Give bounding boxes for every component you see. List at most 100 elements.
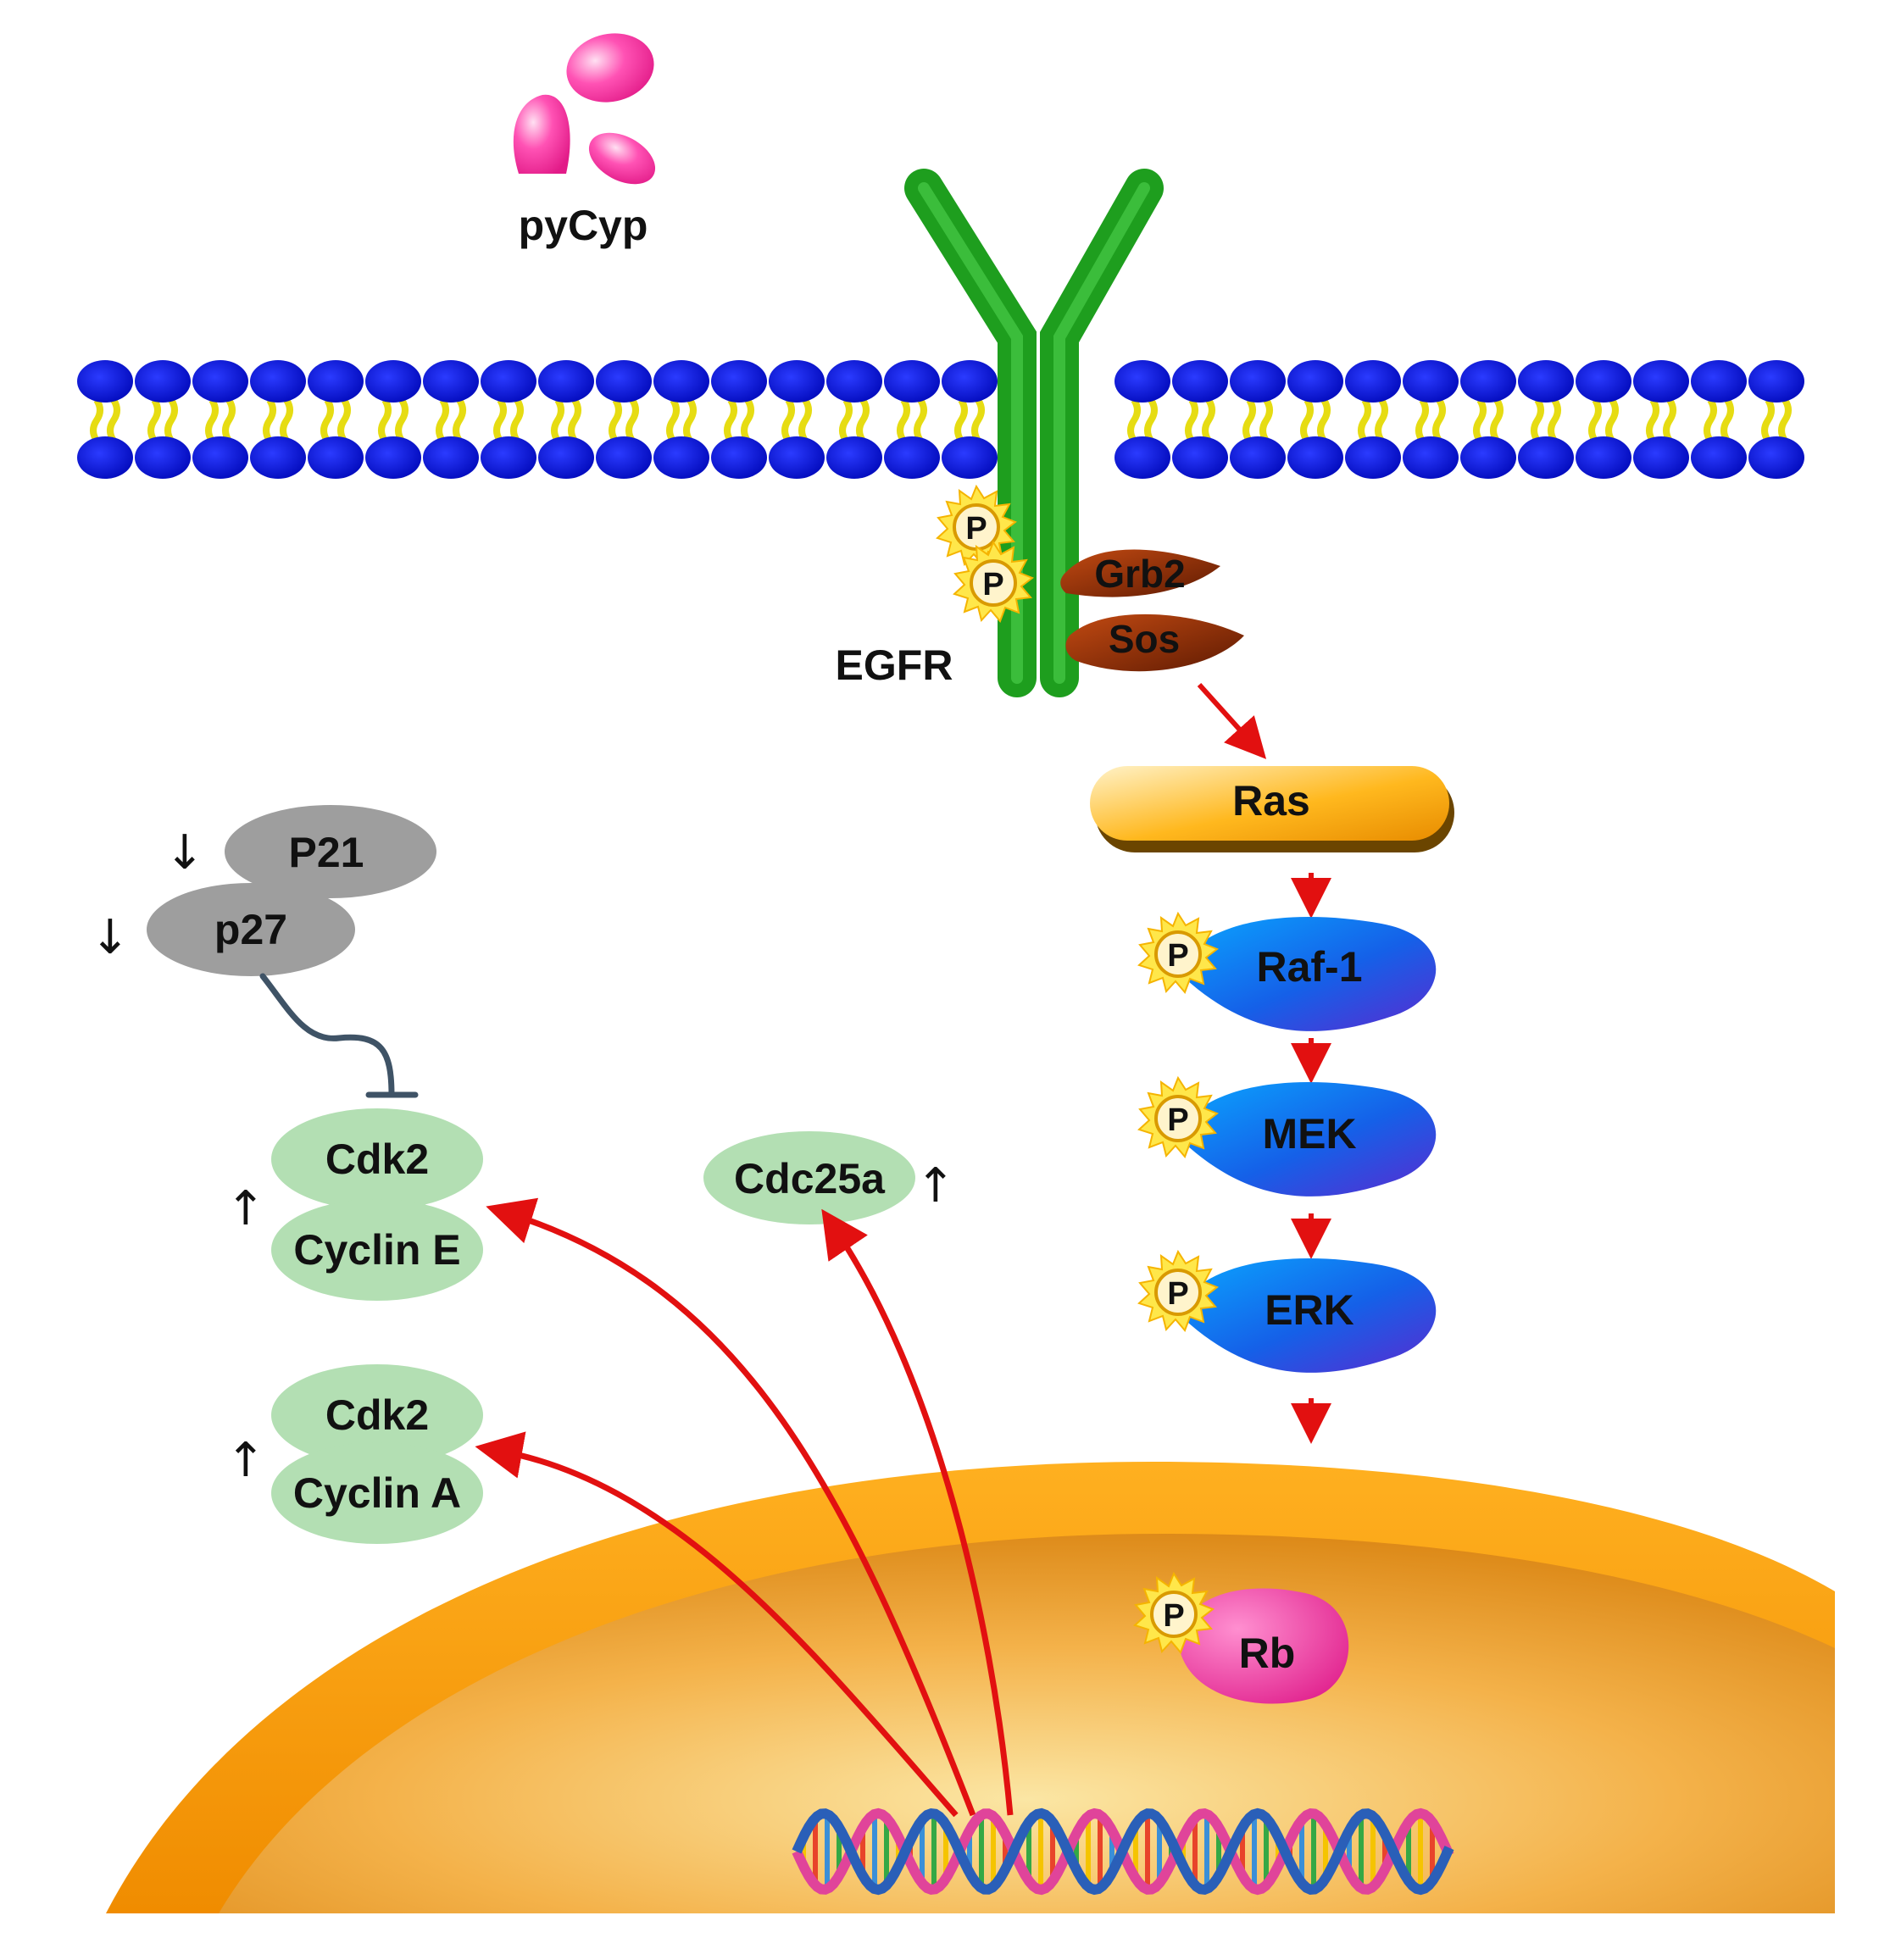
lipid-head — [365, 360, 421, 403]
lipid-head — [826, 436, 882, 479]
svg-text:P: P — [1167, 938, 1188, 974]
dna-helix — [792, 1807, 1454, 1896]
lipid-head — [423, 436, 479, 479]
svg-text:ERK: ERK — [1265, 1286, 1354, 1334]
p27-protein: p27 — [147, 883, 355, 976]
pycyp-ligand — [513, 33, 656, 185]
svg-text:MEK: MEK — [1262, 1110, 1356, 1158]
egfr-phospho-2: P — [953, 541, 1034, 623]
cdk2-cyclin-a-complex: Cdk2 Cyclin A — [271, 1364, 483, 1544]
lipid-head — [942, 360, 998, 403]
svg-text:Sos: Sos — [1109, 617, 1180, 661]
lipid-head — [308, 436, 364, 479]
cyclin-a-label: Cyclin A — [293, 1469, 461, 1517]
lipid-head — [1576, 360, 1631, 403]
mek-protein: MEK — [1176, 1082, 1437, 1197]
egfr-label: EGFR — [836, 641, 953, 689]
raf1-phospho: P — [1137, 912, 1219, 994]
sos-protein: Sos — [1065, 614, 1244, 672]
lipid-head — [653, 360, 709, 403]
svg-text:P: P — [1167, 1102, 1188, 1138]
grb2-protein: Grb2 — [1060, 549, 1220, 597]
lipid-head — [1403, 360, 1459, 403]
rb-phospho: P — [1133, 1572, 1215, 1654]
svg-text:P: P — [982, 567, 1003, 602]
lipid-head — [481, 436, 536, 479]
lipid-head — [423, 360, 479, 403]
lipid-head — [1172, 436, 1228, 479]
lipid-head — [1576, 436, 1631, 479]
lipid-head — [1633, 360, 1689, 403]
cyclin-e-up-arrow: ↑ — [226, 1181, 266, 1236]
lipid-head — [1518, 360, 1574, 403]
lipid-head — [1345, 360, 1401, 403]
rb-protein: Rb — [1178, 1588, 1349, 1704]
svg-text:P: P — [1167, 1276, 1188, 1312]
raf1-protein: Raf-1 — [1176, 917, 1437, 1031]
pathway-arrows — [1197, 682, 1331, 1444]
cyclin-a-up-arrow: ↑ — [226, 1433, 266, 1488]
inhibition-line — [259, 973, 419, 1098]
lipid-head — [250, 360, 306, 403]
lipid-head — [481, 360, 536, 403]
lipid-head — [1748, 436, 1804, 479]
lipid-head — [769, 360, 825, 403]
lipid-head — [538, 436, 594, 479]
lipid-head — [826, 360, 882, 403]
lipid-head — [1460, 436, 1516, 479]
lipid-head — [1287, 436, 1343, 479]
svg-text:P21: P21 — [289, 829, 364, 876]
cyclin-e-label: Cyclin E — [293, 1226, 460, 1274]
svg-text:Rb: Rb — [1239, 1630, 1296, 1677]
lipid-head — [711, 436, 767, 479]
lipid-head — [1403, 436, 1459, 479]
lipid-head — [1691, 360, 1747, 403]
p21-down-arrow: ↓ — [165, 825, 205, 880]
cell-membrane — [77, 360, 1804, 479]
lipid-head — [1518, 436, 1574, 479]
lipid-head — [711, 360, 767, 403]
lipid-head — [77, 436, 133, 479]
svg-text:Grb2: Grb2 — [1094, 552, 1185, 596]
transcription-arrows — [475, 1197, 1014, 1818]
cdk2-cyclin-e-complex: Cdk2 Cyclin E — [271, 1108, 483, 1301]
lipid-head — [769, 436, 825, 479]
lipid-head — [1114, 436, 1170, 479]
lipid-head — [884, 436, 940, 479]
lipid-head — [1345, 436, 1401, 479]
lipid-head — [192, 436, 248, 479]
lipid-head — [135, 436, 191, 479]
lipid-head — [135, 360, 191, 403]
svg-text:P: P — [965, 511, 987, 547]
cdk2-a-label: Cdk2 — [325, 1391, 429, 1439]
lipid-head — [1460, 360, 1516, 403]
svg-text:P: P — [1163, 1598, 1184, 1634]
erk-protein: ERK — [1176, 1258, 1437, 1373]
svg-text:Raf-1: Raf-1 — [1256, 943, 1362, 991]
p21-protein: P21 — [225, 805, 436, 898]
lipid-head — [1691, 436, 1747, 479]
lipid-head — [77, 360, 133, 403]
lipid-head — [308, 360, 364, 403]
pycyp-label: pyCyp — [519, 202, 648, 249]
lipid-head — [192, 360, 248, 403]
lipid-head — [1633, 436, 1689, 479]
svg-text:Ras: Ras — [1232, 777, 1310, 825]
lipid-head — [1172, 360, 1228, 403]
lipid-head — [653, 436, 709, 479]
cdk2-e-label: Cdk2 — [325, 1135, 429, 1183]
mek-phospho: P — [1137, 1076, 1219, 1158]
svg-text:p27: p27 — [214, 906, 287, 953]
lipid-head — [1287, 360, 1343, 403]
lipid-head — [942, 436, 998, 479]
svg-text:Cdc25a: Cdc25a — [734, 1155, 886, 1202]
cdc25a-up-arrow: ↑ — [916, 1158, 956, 1213]
lipid-head — [1114, 360, 1170, 403]
lipid-head — [538, 360, 594, 403]
erk-phospho: P — [1137, 1250, 1219, 1332]
p27-down-arrow: ↓ — [91, 910, 131, 965]
ras-protein: Ras — [1090, 766, 1454, 852]
lipid-head — [1230, 436, 1286, 479]
lipid-head — [884, 360, 940, 403]
